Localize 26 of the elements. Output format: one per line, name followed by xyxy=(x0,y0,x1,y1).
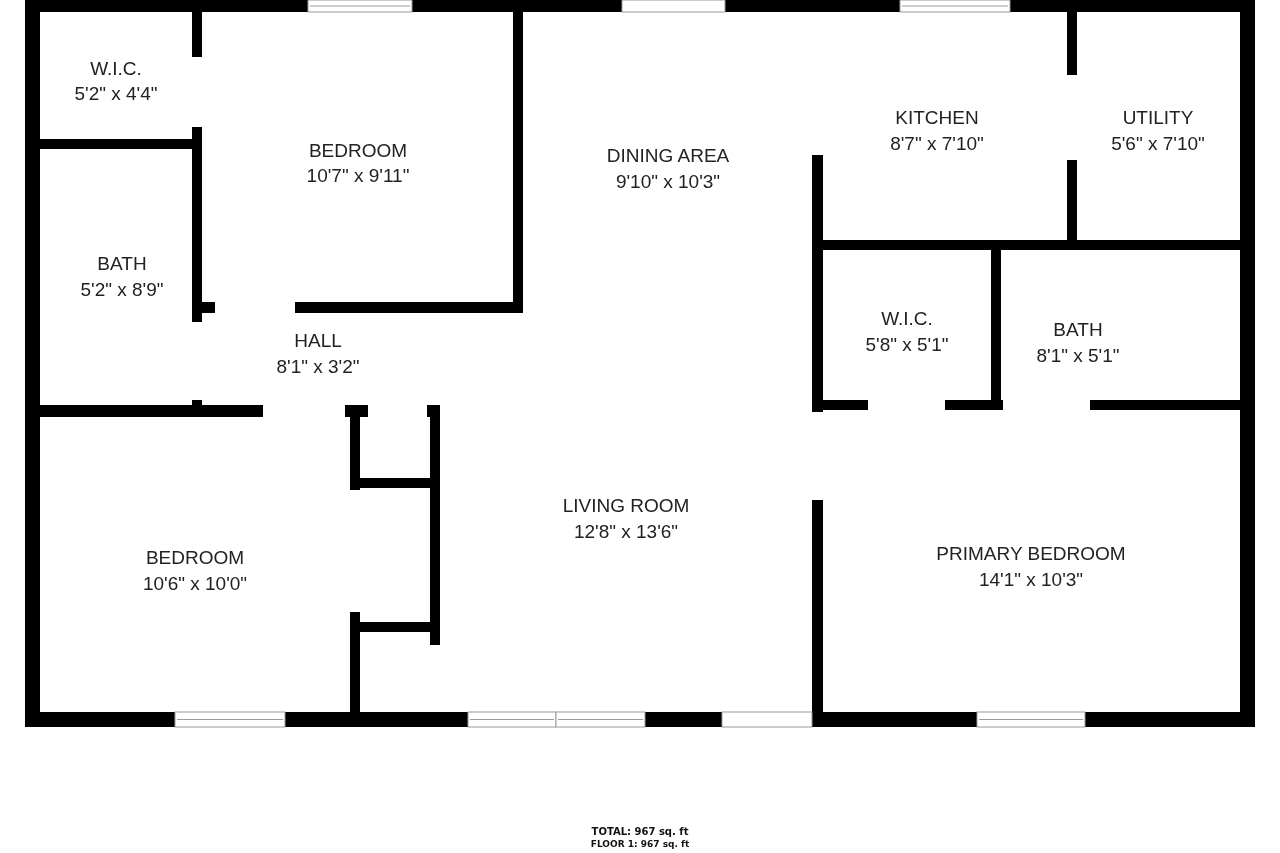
room-dimensions: 5'2" x 8'9" xyxy=(80,279,164,299)
room-name: BATH xyxy=(1053,319,1103,339)
room-name: LIVING ROOM xyxy=(562,495,690,515)
room-name: UTILITY xyxy=(1122,107,1194,127)
room-name: BEDROOM xyxy=(145,547,245,567)
room-name: DINING AREA xyxy=(606,145,730,165)
room-name: W.I.C. xyxy=(90,58,142,78)
room-dimensions: 12'8" x 13'6" xyxy=(573,521,679,541)
room-name: BEDROOM xyxy=(308,140,408,160)
room-dimensions: 10'7" x 9'11" xyxy=(306,165,410,185)
room-dimensions: 8'1" x 5'1" xyxy=(1036,345,1120,365)
room-name: W.I.C. xyxy=(881,308,933,328)
room-dimensions: 8'1" x 3'2" xyxy=(276,356,360,376)
room-dimensions: 8'7" x 7'10" xyxy=(890,133,984,153)
area-total: TOTAL: 967 sq. ft xyxy=(591,827,689,837)
room-dimensions: 14'1" x 10'3" xyxy=(978,569,1084,589)
room-name: BATH xyxy=(97,253,147,273)
area-total: FLOOR 1: 967 sq. ft xyxy=(590,839,690,849)
room-dimensions: 5'8" x 5'1" xyxy=(865,334,949,354)
room-name: KITCHEN xyxy=(895,107,979,127)
room-dimensions: 5'2" x 4'4" xyxy=(74,83,158,103)
room-dimensions: 10'6" x 10'0" xyxy=(142,573,248,593)
room-name: PRIMARY BEDROOM xyxy=(936,543,1126,563)
room-dimensions: 9'10" x 10'3" xyxy=(615,171,721,191)
room-dimensions: 5'6" x 7'10" xyxy=(1111,133,1205,153)
room-name: HALL xyxy=(294,330,342,350)
